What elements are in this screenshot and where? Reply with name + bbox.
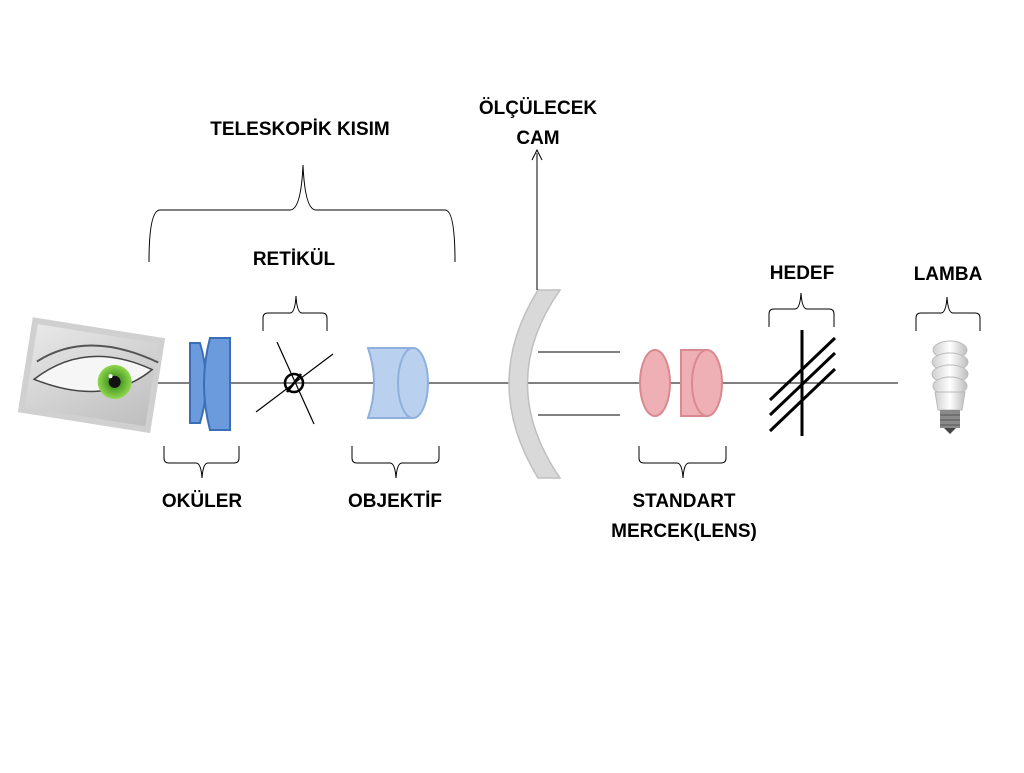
teleskopik-bracket	[148, 164, 456, 263]
measured-glass	[508, 289, 620, 479]
target-icon	[768, 330, 837, 436]
olculecek-label-line2: CAM	[516, 128, 560, 149]
lamp-icon	[931, 340, 969, 434]
objektif-bracket	[351, 446, 440, 479]
eye-image	[17, 317, 166, 434]
teleskopik-label: TELESKOPİK KISIM	[210, 119, 390, 140]
lamba-label: LAMBA	[913, 264, 983, 285]
lamba-bracket	[915, 296, 981, 331]
hedef-label: HEDEF	[769, 263, 835, 284]
objektif-label: OBJEKTİF	[348, 491, 442, 512]
standart-label-line1: STANDART	[632, 491, 736, 512]
standard-lens	[639, 349, 723, 417]
reticle-icon	[255, 341, 334, 425]
hedef-bracket	[768, 292, 835, 327]
ocular-lens	[189, 337, 231, 431]
olculecek-label-line1: ÖLÇÜLECEK	[478, 98, 598, 119]
retikul-label: RETİKÜL	[252, 249, 336, 270]
objective-lens	[366, 347, 429, 419]
measured-glass-arrow	[531, 148, 543, 290]
okuler-label: OKÜLER	[161, 491, 243, 512]
standart-bracket	[638, 446, 727, 479]
okuler-bracket	[163, 446, 240, 479]
standart-label-line2: MERCEK(LENS)	[611, 521, 757, 542]
retikul-bracket	[262, 295, 328, 331]
